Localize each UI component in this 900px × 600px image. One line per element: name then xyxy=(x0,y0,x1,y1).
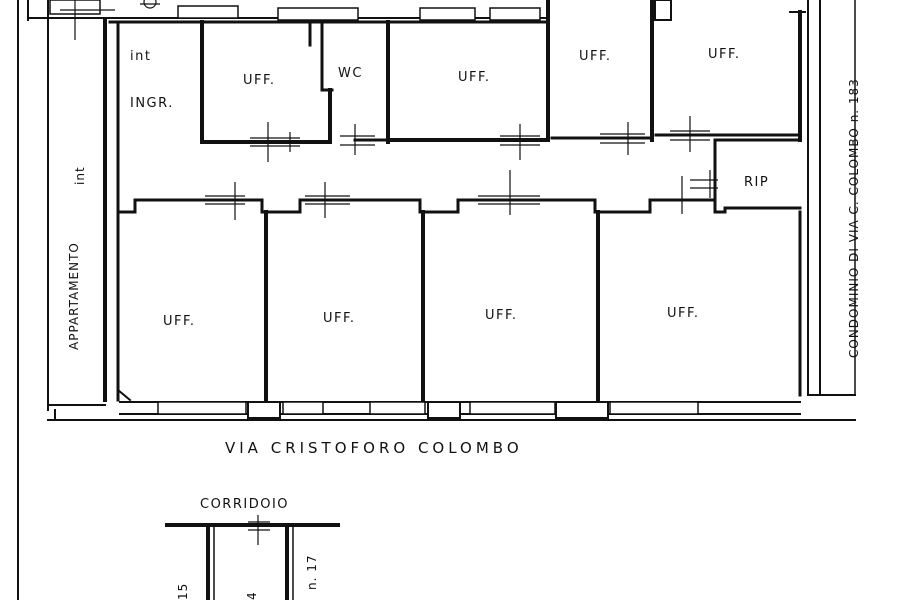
room-label-bottom-office-2: UFF. xyxy=(323,311,356,326)
corridor-number-middle: 4 xyxy=(245,591,259,600)
window xyxy=(157,401,247,415)
corridor-number-left: 15 xyxy=(176,583,190,600)
door-bottom1 xyxy=(205,182,245,220)
door-office1 xyxy=(250,122,300,162)
door-office4 xyxy=(670,116,710,152)
door-storage xyxy=(681,170,718,214)
pillar xyxy=(555,401,609,419)
door-bottom3 xyxy=(478,170,540,215)
room-label-entrance: INGR. xyxy=(130,96,174,111)
room-label-top-office-2: UFF. xyxy=(458,70,491,85)
corridor-number-right: n. 17 xyxy=(305,554,319,590)
window xyxy=(609,401,699,415)
room-label-bottom-office-4: UFF. xyxy=(667,306,700,321)
corridor-numbers: 15 4 n. 17 xyxy=(176,554,319,600)
door-wc xyxy=(340,124,375,155)
door-entrance xyxy=(60,0,160,40)
window xyxy=(469,401,556,415)
street-label: VIA CRISTOFORO COLOMBO xyxy=(225,439,523,457)
walls xyxy=(17,0,856,600)
neighbor-left-label: APPARTAMENTO xyxy=(67,242,81,350)
door-openings xyxy=(60,0,718,220)
room-label-top-office-1: UFF. xyxy=(243,73,276,88)
facade-windows xyxy=(157,401,699,419)
pillar xyxy=(247,401,281,419)
room-labels: UFF. WC UFF. UFF. UFF. INGR. int RIP UFF… xyxy=(130,47,769,329)
door-office3 xyxy=(600,122,645,155)
corridor-south-wall xyxy=(116,193,727,214)
corridor-detail xyxy=(165,515,340,600)
pillar xyxy=(427,401,461,419)
left-bay xyxy=(116,388,132,402)
context-labels: APPARTAMENTO int CONDOMINIO DI VIA C. CO… xyxy=(67,78,861,512)
entrance-marker: int xyxy=(130,49,151,64)
door-bottom2 xyxy=(305,182,350,218)
room-label-bottom-office-3: UFF. xyxy=(485,308,518,323)
window xyxy=(419,7,476,21)
room-label-top-office-4: UFF. xyxy=(708,47,741,62)
door-office2 xyxy=(500,124,540,160)
window xyxy=(369,401,426,415)
room-label-bottom-office-1: UFF. xyxy=(163,314,196,329)
office3-column xyxy=(654,0,672,21)
room-label-storage: RIP xyxy=(744,175,769,190)
corridor-label: CORRIDOIO xyxy=(200,497,289,512)
room-label-wc: WC xyxy=(338,66,363,81)
room-label-top-office-3: UFF. xyxy=(579,49,612,64)
window xyxy=(282,401,324,415)
neighbor-left-mark: int xyxy=(73,166,87,185)
window xyxy=(277,7,359,21)
neighbor-right-label: CONDOMINIO DI VIA C. COLOMBO n. 183 xyxy=(847,78,861,358)
window xyxy=(489,7,541,21)
window xyxy=(177,5,239,19)
